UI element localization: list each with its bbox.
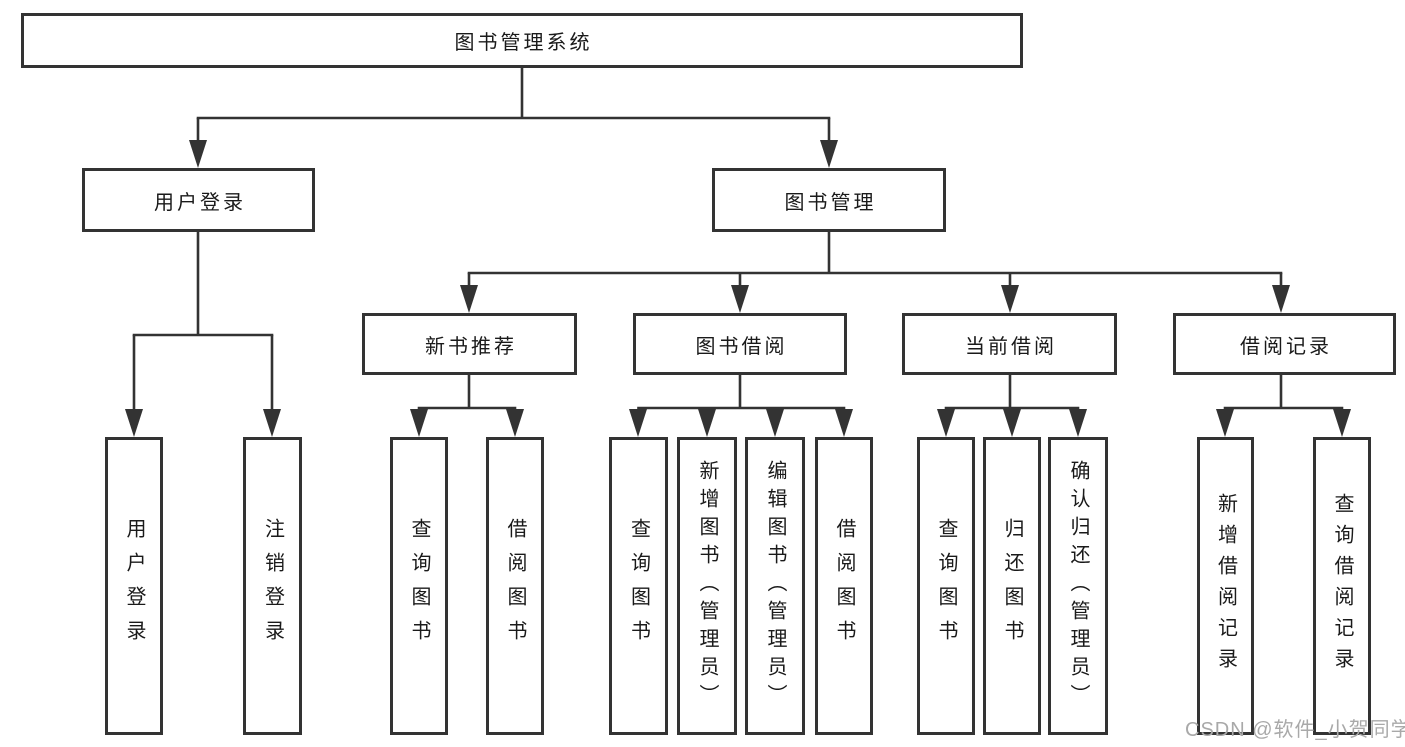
node-leaf-query-books: 查询图书 [917, 437, 975, 735]
node-label: 借阅图书 [504, 518, 526, 654]
node-label: 注销登录 [261, 518, 284, 654]
arrowhead [820, 140, 838, 168]
node-leaf-borrow-books: 借阅图书 [486, 437, 544, 735]
arrowhead [1003, 409, 1021, 437]
node-leaf-confirm-return-admin: 确认归还（管理员） [1048, 437, 1108, 735]
node-current-borrowing: 当前借阅 [902, 313, 1117, 375]
arrowhead [698, 409, 716, 437]
node-leaf-add-borrow-record: 新增借阅记录 [1197, 437, 1254, 735]
node-user-login: 用户登录 [82, 168, 315, 232]
arrowhead [766, 409, 784, 437]
arrowhead [1069, 409, 1087, 437]
arrowhead [1001, 285, 1019, 313]
node-borrowing-records: 借阅记录 [1173, 313, 1396, 375]
node-leaf-return-books: 归还图书 [983, 437, 1041, 735]
node-leaf-user-login: 用户登录 [105, 437, 163, 735]
arrowhead [937, 409, 955, 437]
node-book-management: 图书管理 [712, 168, 946, 232]
node-leaf-query-borrow-record: 查询借阅记录 [1313, 437, 1371, 735]
arrowhead [410, 409, 428, 437]
node-label: 新增图书（管理员） [696, 460, 718, 712]
node-label: 用户登录 [154, 191, 246, 214]
node-label: 借阅图书 [833, 518, 855, 654]
node-label: 查询借阅记录 [1331, 493, 1353, 679]
arrowhead [189, 140, 207, 168]
csdn-watermark: CSDN @软件_小贺同学 [1185, 719, 1405, 741]
arrowhead [263, 409, 281, 437]
node-label: 查询图书 [627, 518, 650, 654]
arrowhead [1333, 409, 1351, 437]
node-label: 用户登录 [123, 518, 145, 654]
arrowhead [731, 285, 749, 313]
node-label: 新书推荐 [425, 335, 517, 358]
arrowhead [1216, 409, 1234, 437]
node-label: 借阅记录 [1240, 335, 1332, 358]
node-label: 图书管理系统 [454, 32, 593, 54]
arrowhead [1272, 285, 1290, 313]
arrowhead [835, 409, 853, 437]
node-label: 确认归还（管理员） [1067, 460, 1089, 712]
node-leaf-query-books: 查询图书 [609, 437, 668, 735]
arrowhead [629, 409, 647, 437]
node-leaf-logout: 注销登录 [243, 437, 302, 735]
node-book-borrowing: 图书借阅 [633, 313, 847, 375]
node-leaf-query-books: 查询图书 [390, 437, 448, 735]
node-library-management-system: 图书管理系统 [21, 13, 1023, 68]
node-new-book-recommendation: 新书推荐 [362, 313, 577, 375]
node-label: 当前借阅 [965, 335, 1057, 358]
arrowhead [125, 409, 143, 437]
node-label: 查询图书 [935, 518, 957, 654]
node-label: 图书借阅 [695, 335, 788, 358]
node-label: 归还图书 [1001, 518, 1023, 654]
node-label: 查询图书 [408, 518, 430, 654]
node-leaf-borrow-books: 借阅图书 [815, 437, 873, 735]
node-leaf-add-book-admin: 新增图书（管理员） [677, 437, 737, 735]
node-label: 图书管理 [784, 191, 877, 214]
node-label: 编辑图书（管理员） [764, 460, 786, 712]
node-leaf-edit-book-admin: 编辑图书（管理员） [745, 437, 805, 735]
node-label: 新增借阅记录 [1214, 493, 1237, 679]
arrowhead [460, 285, 478, 313]
arrowhead [506, 409, 524, 437]
